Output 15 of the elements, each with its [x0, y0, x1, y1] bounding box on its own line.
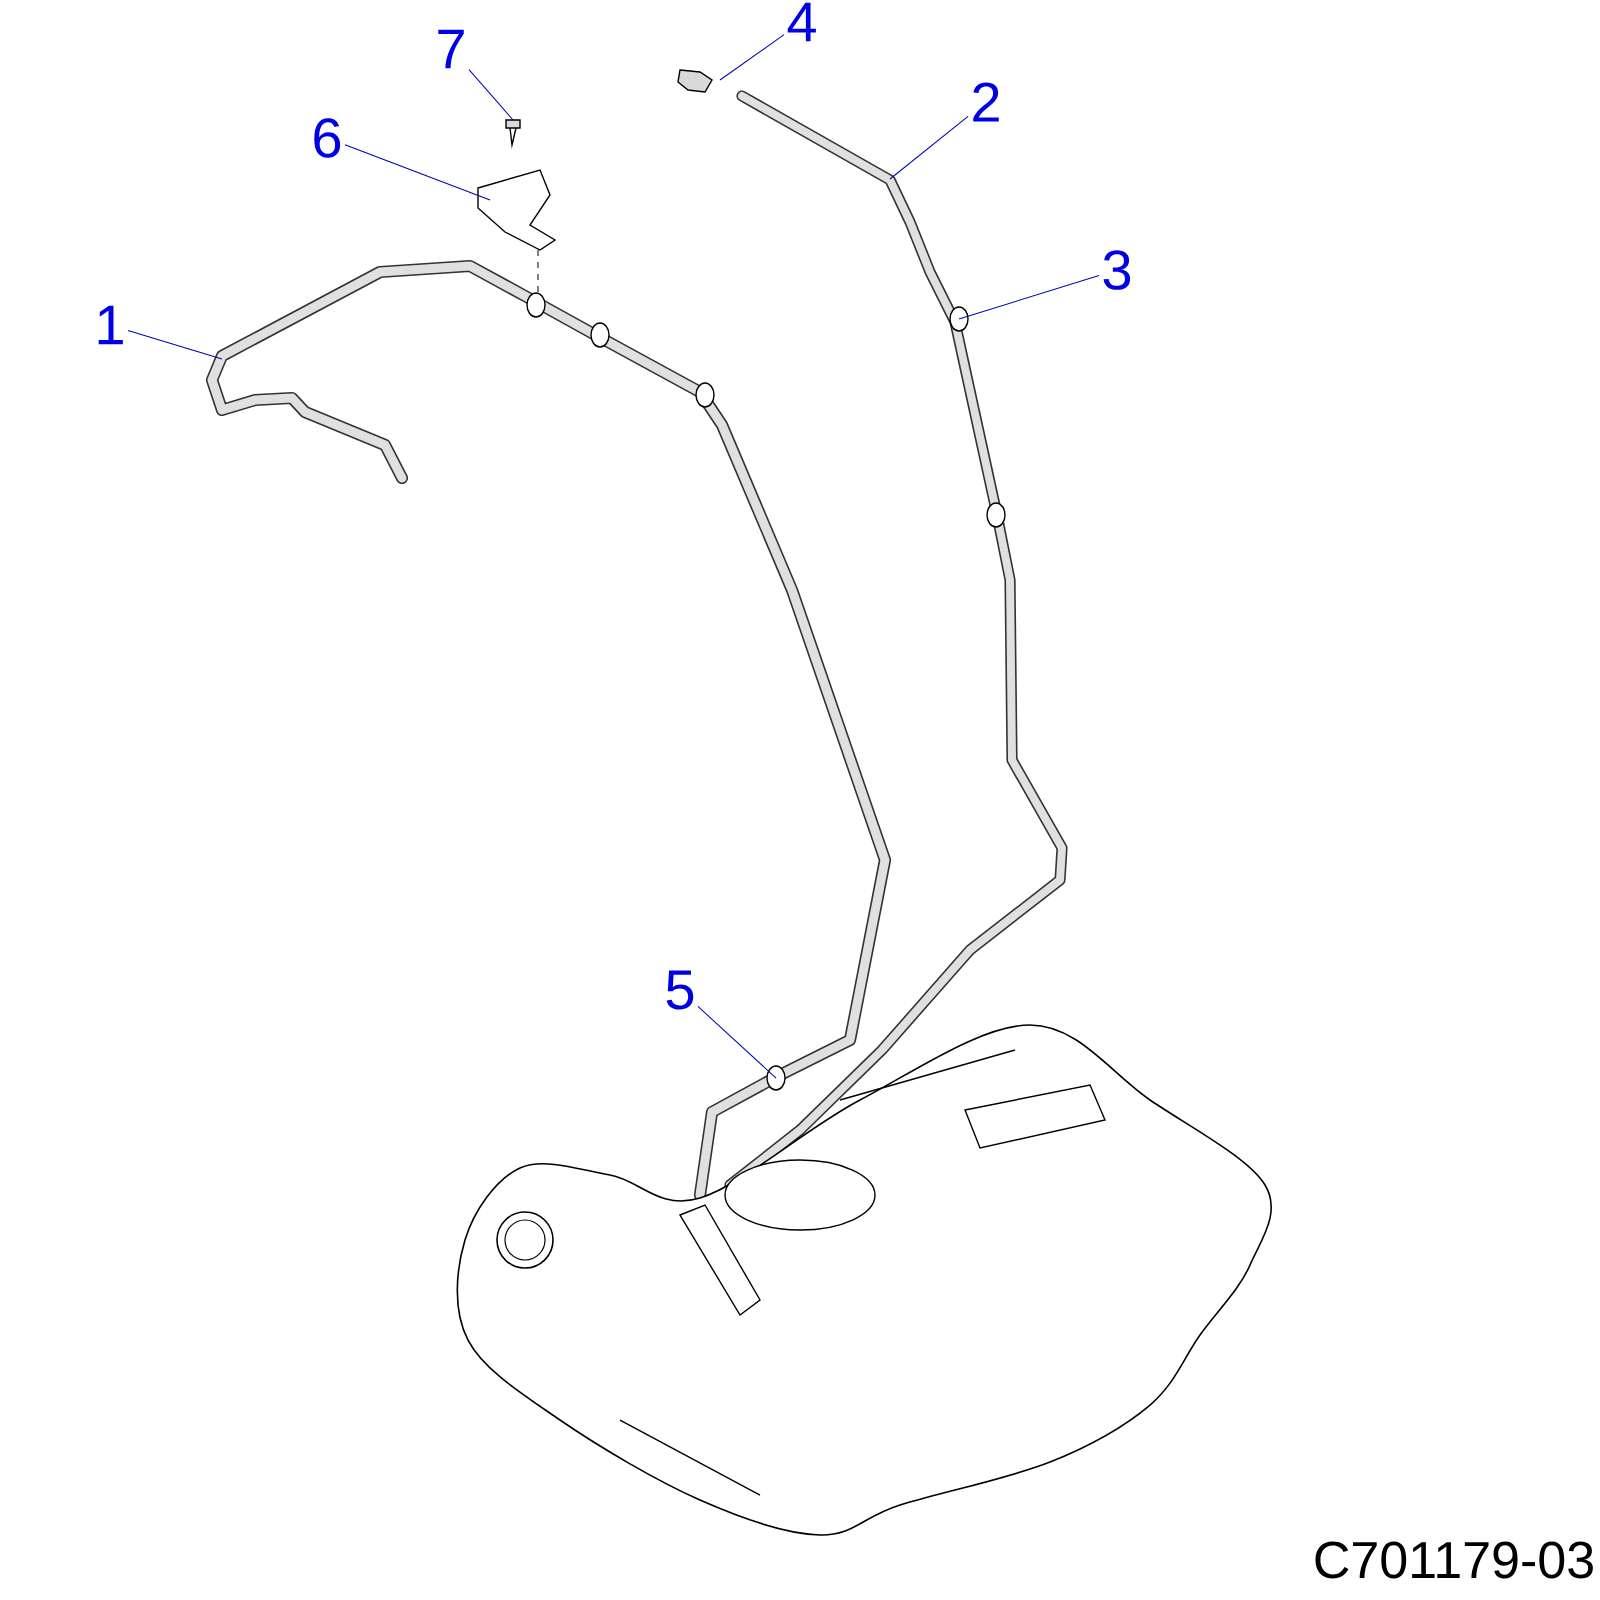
callout-number: 3 [1103, 250, 1131, 290]
callout-number: 1 [98, 305, 123, 345]
leader-line [344, 144, 491, 201]
leader-line [127, 329, 223, 360]
callout-number: 5 [666, 970, 694, 1010]
leader-line [468, 69, 514, 121]
callout-number: 2 [973, 82, 999, 122]
leader-line [889, 115, 969, 180]
callout-number: 7 [438, 29, 464, 69]
leader-line [719, 34, 785, 81]
drawing-number: C701179-03 [1315, 1541, 1593, 1579]
leader-line [958, 275, 1100, 320]
callout-number: 4 [787, 2, 816, 42]
callout-number: 6 [314, 118, 341, 158]
leader-line [697, 1006, 777, 1079]
